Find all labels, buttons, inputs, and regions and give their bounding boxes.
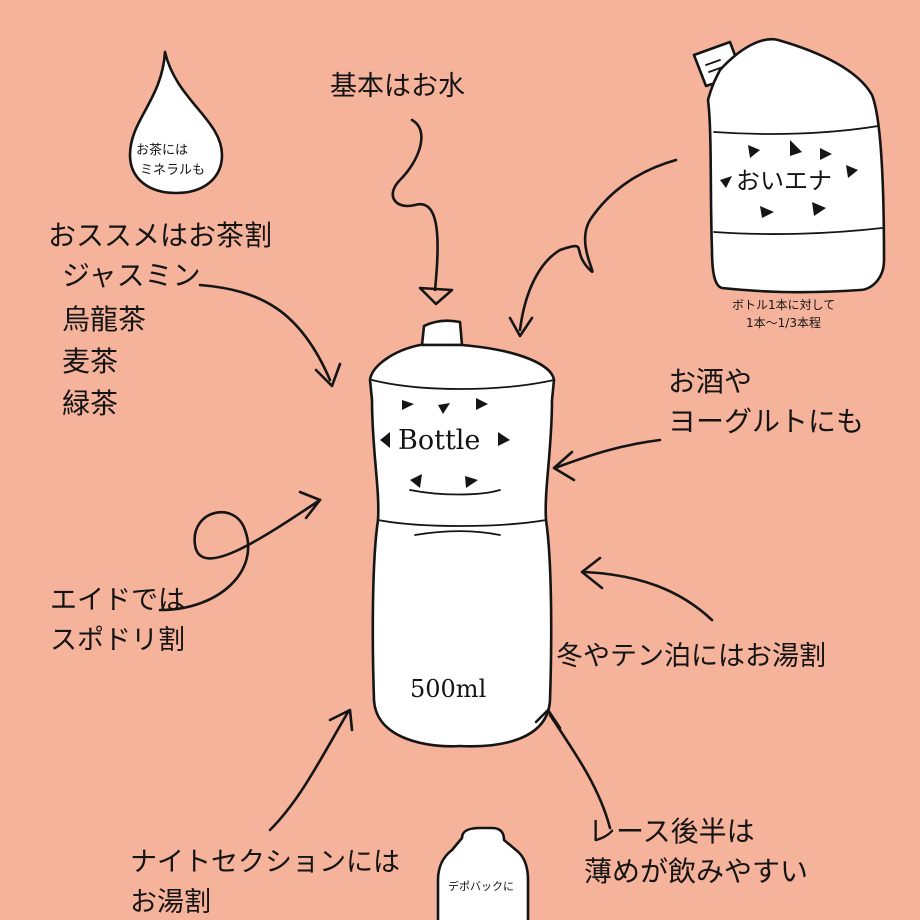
tea-item: 緑茶 — [62, 387, 119, 420]
label-triangle — [476, 398, 488, 410]
bottle-body — [368, 343, 556, 748]
water-drop-icon — [128, 50, 224, 195]
pouch-note-line-2: 1本〜1/3本程 — [746, 316, 821, 330]
arrow-winter — [583, 570, 714, 622]
arrow-top — [391, 118, 439, 292]
label-triangle — [498, 432, 510, 446]
arrow-pouch — [518, 158, 678, 332]
alcohol-line-1: お酒や — [668, 365, 753, 398]
arrow-aid — [158, 498, 322, 612]
alcohol-line-2: ヨーグルトにも — [668, 405, 865, 438]
aid-line-2: スポドリ割 — [50, 625, 185, 656]
depot-label: デポバックに — [448, 880, 514, 893]
label-triangle — [402, 400, 414, 410]
bottle-volume: 500ml — [410, 675, 487, 703]
arrows — [158, 118, 714, 832]
arrow-alcohol — [553, 438, 662, 470]
tea-item: 烏龍茶 — [62, 303, 147, 336]
pouch-note-line-1: ボトル1本に対して — [732, 298, 836, 312]
label-triangle — [438, 403, 450, 414]
label-triangle — [410, 474, 422, 488]
tea-item: 麦茶 — [62, 345, 119, 378]
tea-item: ジャスミン — [62, 259, 201, 292]
race-line-1: レース後半は — [588, 815, 755, 848]
bottle-label: Bottle — [398, 425, 481, 456]
label-triangle — [380, 432, 390, 448]
drop-note-line-1: お茶には — [136, 143, 189, 158]
page-title: 基本はお水 — [330, 71, 465, 102]
arrow-race — [548, 713, 612, 830]
pouch-label: おいエナ — [736, 167, 832, 195]
arrow-night — [268, 710, 350, 832]
pouch-drawing — [692, 37, 886, 294]
bottle-drawing — [368, 319, 556, 748]
night-line-1: ナイトセクションには — [130, 847, 400, 878]
winter-text: 冬やテン泊にはお湯割 — [556, 641, 826, 672]
bottle-cap — [420, 319, 464, 347]
pouch-body — [706, 37, 886, 294]
race-line-2: 薄めが飲みやすい — [584, 855, 809, 888]
drop-note-line-2: ミネラルも — [140, 163, 206, 178]
arrow-tea — [198, 283, 332, 382]
night-line-2: お湯割 — [130, 887, 211, 918]
depot-bottle-drawing — [436, 826, 530, 920]
tea-heading: おススメはお茶割 — [48, 219, 273, 252]
label-triangle — [465, 476, 478, 488]
aid-line-1: エイドでは — [50, 585, 185, 616]
